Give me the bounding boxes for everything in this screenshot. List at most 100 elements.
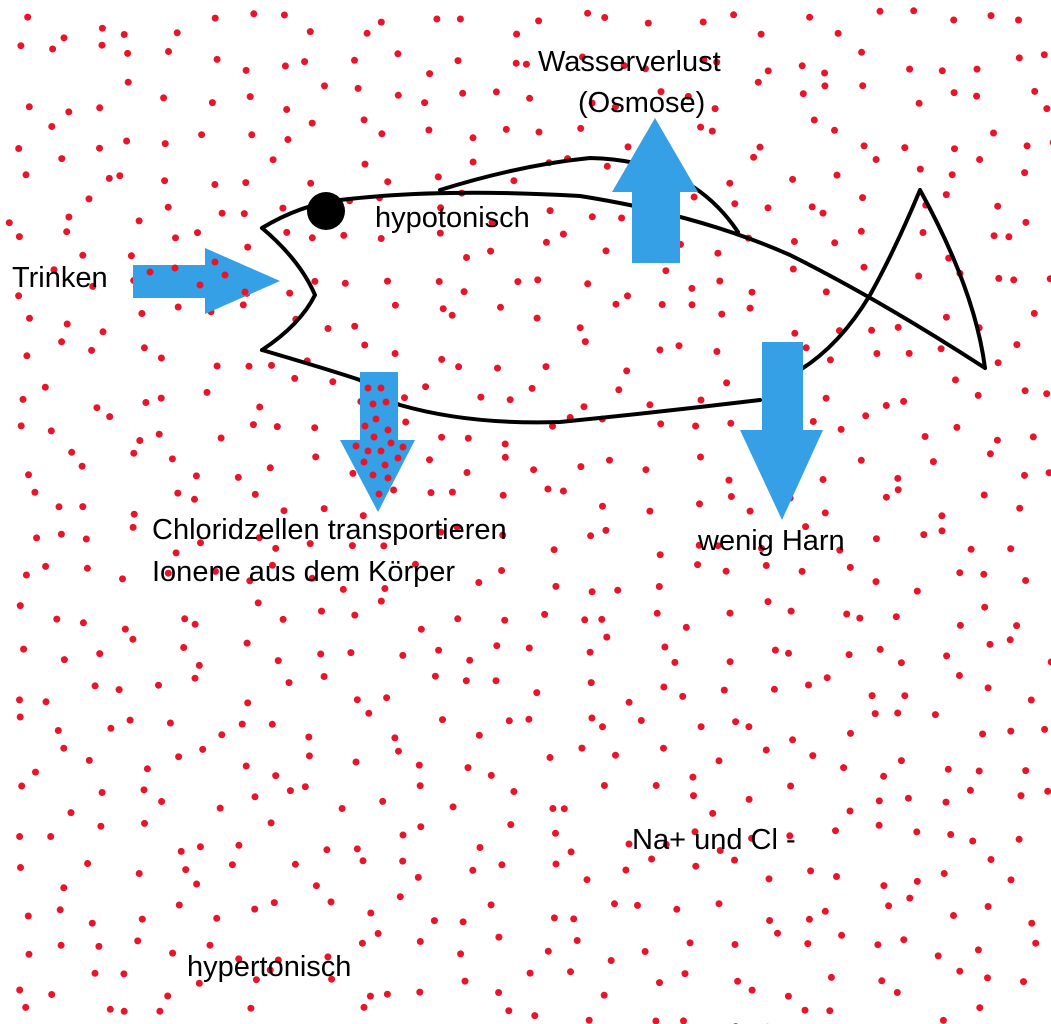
ion-dot xyxy=(766,917,774,924)
ion-dot xyxy=(984,684,992,692)
ion-dot xyxy=(57,941,65,949)
ion-dot xyxy=(381,461,389,469)
ion-dot xyxy=(399,857,407,865)
ion-dot xyxy=(686,939,694,947)
ion-dot xyxy=(120,31,128,38)
ion-dot xyxy=(493,642,501,650)
ion-dot xyxy=(169,949,177,957)
ion-dot xyxy=(602,526,610,534)
ion-dot xyxy=(274,956,282,964)
ion-dot xyxy=(727,419,735,427)
ion-dot xyxy=(274,657,282,665)
ion-dot xyxy=(807,867,815,875)
ion-dot xyxy=(805,915,813,923)
ion-dot xyxy=(437,204,445,212)
ion-dot xyxy=(477,393,485,401)
ion-dot xyxy=(194,229,201,237)
ion-dot xyxy=(63,320,71,328)
ion-dot xyxy=(791,329,799,337)
ion-dot xyxy=(1028,919,1036,927)
ion-dot xyxy=(897,659,905,667)
ion-dot xyxy=(157,394,165,402)
ion-dot xyxy=(427,489,435,497)
ion-dot xyxy=(213,362,221,370)
ion-dot xyxy=(457,950,465,958)
ion-dot xyxy=(598,615,606,623)
ion-dot xyxy=(369,400,377,408)
drinking-arrow xyxy=(133,248,280,314)
ion-dot xyxy=(399,443,407,451)
ion-dot xyxy=(173,29,181,37)
ion-dot xyxy=(56,906,64,914)
ion-dot xyxy=(42,698,50,706)
ion-dot xyxy=(956,967,964,975)
ion-dot xyxy=(578,744,586,752)
ion-dot xyxy=(790,238,798,245)
ion-dot xyxy=(140,786,148,794)
ion-dot xyxy=(353,845,361,853)
ion-dot xyxy=(1015,835,1023,843)
ion-dot xyxy=(652,782,660,789)
ion-dot xyxy=(787,607,795,615)
ion-dot xyxy=(981,603,989,611)
ion-dot xyxy=(280,11,288,19)
ion-dot xyxy=(624,143,632,151)
ion-dot xyxy=(746,304,754,312)
ion-dot xyxy=(329,378,337,386)
ion-dot xyxy=(990,232,998,240)
ion-dot xyxy=(715,757,723,765)
ion-dot xyxy=(22,171,30,179)
ion-dot xyxy=(456,15,464,23)
ion-dot xyxy=(462,677,470,685)
ion-dot xyxy=(361,422,369,430)
ion-dot xyxy=(906,894,914,902)
ion-dot xyxy=(692,862,700,870)
ion-dot xyxy=(365,709,373,717)
ion-dot xyxy=(195,661,203,669)
ion-dot xyxy=(577,463,585,471)
ion-dot xyxy=(994,359,1002,367)
ion-dot xyxy=(858,48,866,56)
ion-dot xyxy=(1013,341,1021,349)
ion-dot xyxy=(950,912,957,919)
ion-dot xyxy=(951,145,958,153)
ion-dot xyxy=(697,453,704,461)
ion-dot xyxy=(757,30,765,38)
ion-dot xyxy=(526,969,534,977)
ion-dot xyxy=(859,194,867,202)
ion-dot xyxy=(291,374,299,382)
ion-dot xyxy=(843,610,851,618)
ion-dot xyxy=(671,658,679,666)
ion-dot xyxy=(84,860,92,867)
ion-dot xyxy=(127,252,135,260)
ion-dot xyxy=(976,1004,984,1012)
ion-dot xyxy=(947,831,955,838)
ion-dot xyxy=(684,92,692,100)
ion-dot xyxy=(534,276,542,284)
ion-dot xyxy=(157,354,165,362)
ion-dot xyxy=(709,809,717,817)
ion-dot xyxy=(586,648,594,656)
ion-dot xyxy=(697,123,705,131)
ion-dot xyxy=(699,18,707,26)
ion-dot xyxy=(291,860,299,868)
ion-dot xyxy=(798,567,806,575)
ion-dot xyxy=(140,344,148,352)
ion-dot xyxy=(168,455,176,463)
ion-dot xyxy=(390,486,398,494)
ion-dot xyxy=(984,903,992,910)
ion-dot xyxy=(836,546,844,554)
ion-dot xyxy=(272,544,280,552)
ion-dot xyxy=(306,540,314,548)
ion-dot xyxy=(377,447,385,455)
ion-dot xyxy=(461,977,469,985)
ion-dot xyxy=(57,530,65,538)
ion-dot xyxy=(475,579,483,586)
ion-dot xyxy=(164,569,172,577)
ion-dot xyxy=(105,174,113,182)
ion-dot xyxy=(383,694,391,702)
ion-dot xyxy=(897,757,905,765)
ion-dot xyxy=(581,338,589,346)
fish-mouth xyxy=(260,226,317,352)
ion-dot xyxy=(22,571,30,579)
